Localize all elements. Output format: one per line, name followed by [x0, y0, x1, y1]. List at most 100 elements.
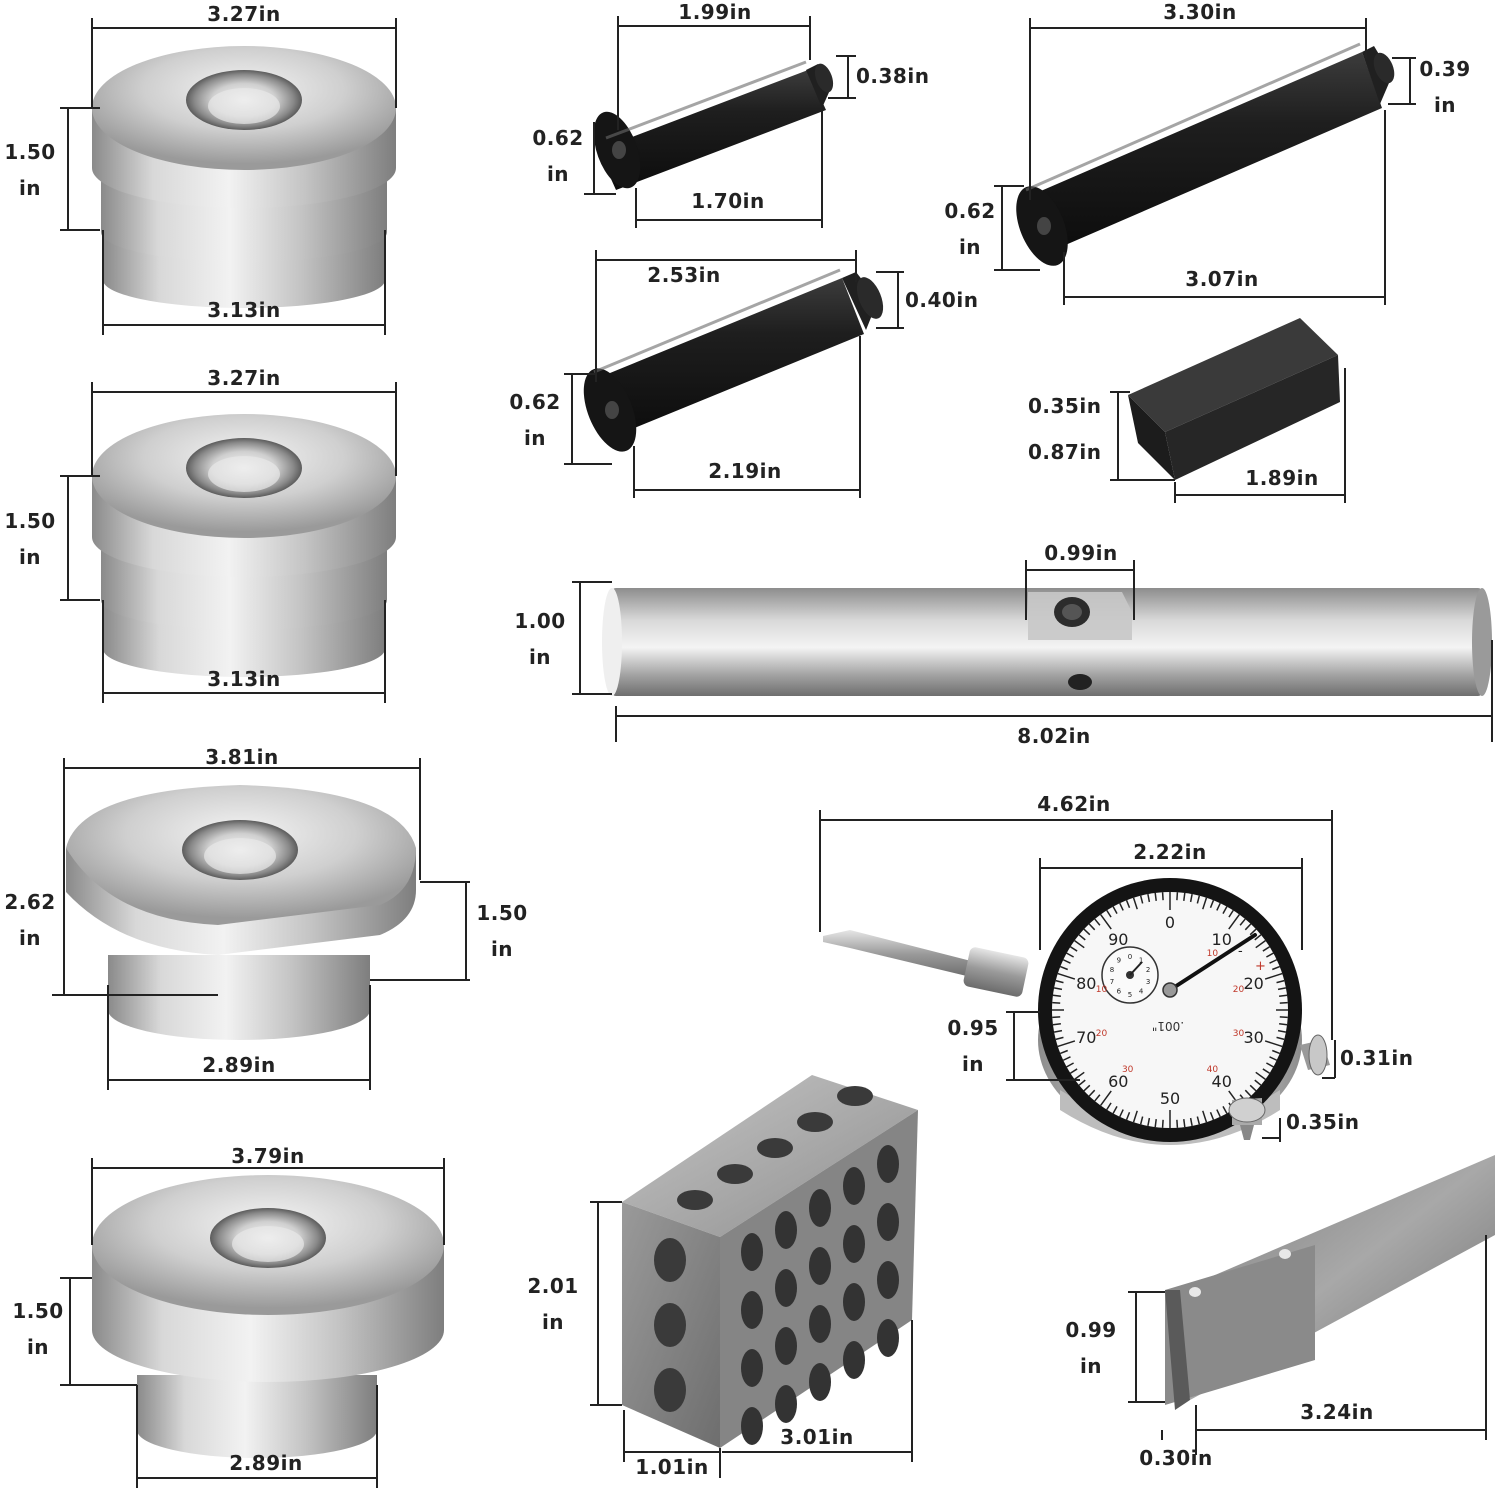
block-width: 1.01in — [635, 1455, 709, 1479]
pin-small-body-length: 1.70in — [691, 189, 765, 213]
pin-medium-diameter-unit: in — [523, 426, 547, 450]
shaft-diameter: 1.00 in — [510, 603, 570, 675]
dial-red-number: 20 — [1233, 985, 1245, 995]
small-dial-number: 6 — [1117, 987, 1122, 995]
bushing2-height: 1.50 in — [0, 503, 60, 575]
bushing2-top-width: 3.27in — [207, 366, 281, 390]
bushing3-step-height: 1.50 in — [472, 895, 532, 967]
magnet-length: 1.89in — [1245, 466, 1319, 490]
dial-number: 90 — [1108, 930, 1128, 949]
pin-small-tip: 0.38in — [856, 64, 930, 88]
dial-knob-size: 0.31in — [1340, 1046, 1414, 1070]
small-dial-number: 3 — [1146, 978, 1150, 986]
bushing3-step-height-unit: in — [490, 937, 514, 961]
bushing3-top-width: 3.81in — [205, 745, 279, 769]
shaft-diameter-value: 1.00 — [514, 609, 566, 633]
bushing3-base-width: 2.89in — [202, 1053, 276, 1077]
dial-red-number: 10 — [1096, 985, 1108, 995]
bushing1-base-width: 3.13in — [207, 298, 281, 322]
magnet-width: 0.87in — [1028, 440, 1102, 464]
feeler-length: 3.24in — [1300, 1400, 1374, 1424]
block-length: 3.01in — [780, 1425, 854, 1449]
bushing3-total-height-value: 2.62 — [4, 890, 56, 914]
small-dial-number: 2 — [1146, 966, 1150, 974]
pin-medium-diameter-value: 0.62 — [509, 390, 561, 414]
dial-overall-length: 4.62in — [1037, 792, 1111, 816]
pin-medium-tip: 0.40in — [905, 288, 979, 312]
small-dial-number: 4 — [1139, 987, 1144, 995]
pin-long-diameter-unit: in — [958, 235, 982, 259]
bushing4-height: 1.50 in — [8, 1293, 68, 1365]
shaft-flat-width: 0.99in — [1044, 541, 1118, 565]
dial-red-number: 30 — [1122, 1065, 1134, 1075]
small-dial-number: 7 — [1110, 978, 1114, 986]
magnet-block — [1128, 318, 1340, 480]
pin-long-tip: 0.39 in — [1414, 51, 1476, 123]
small-dial-number: 5 — [1128, 991, 1132, 999]
bushing4-height-unit: in — [26, 1335, 50, 1359]
bushing3-total-height-unit: in — [18, 926, 42, 950]
bushing2-base-width: 3.13in — [207, 667, 281, 691]
bushing-1 — [92, 46, 396, 308]
dial-tick-ring — [1052, 892, 1288, 1128]
block-height: 2.01 in — [522, 1268, 584, 1340]
dial-red-number: 30 — [1233, 1029, 1245, 1039]
small-dial-number: 0 — [1128, 953, 1132, 961]
bushing1-height-value: 1.50 — [4, 140, 56, 164]
block-123 — [622, 1075, 918, 1448]
pin-medium-body-length: 2.19in — [708, 459, 782, 483]
bushing3-total-height: 2.62 in — [0, 884, 60, 956]
dial-plus-sign: + — [1255, 959, 1266, 974]
bushing1-height-unit: in — [18, 176, 42, 200]
dial-thickness-unit: in — [961, 1052, 985, 1076]
feeler-height: 0.99 in — [1060, 1312, 1122, 1384]
block-height-value: 2.01 — [527, 1274, 579, 1298]
dial-stem-size: 0.35in — [1286, 1110, 1360, 1134]
dial-minus-sign: - — [1238, 944, 1243, 959]
shaft — [602, 588, 1492, 696]
bushing1-top-width: 3.27in — [207, 2, 281, 26]
bushing-2 — [92, 414, 396, 677]
bushing-3 — [66, 785, 416, 1040]
pin-long-tip-value: 0.39 — [1419, 57, 1471, 81]
shaft-length: 8.02in — [1017, 724, 1091, 748]
pin-small-diameter: 0.62 in — [528, 120, 588, 192]
dial-red-number: 10 — [1207, 949, 1219, 959]
dial-number: 20 — [1244, 974, 1264, 993]
dial-number: 50 — [1160, 1089, 1180, 1108]
bushing4-top-width: 3.79in — [231, 1144, 305, 1168]
pin-small-diameter-unit: in — [546, 162, 570, 186]
dial-number: 60 — [1108, 1072, 1128, 1091]
dimension-lines — [52, 16, 1493, 1488]
pin-medium-length: 2.53in — [647, 263, 721, 287]
pin-small-length: 1.99in — [678, 0, 752, 24]
feeler-thickness: 0.30in — [1139, 1446, 1213, 1470]
dial-number: 10 — [1212, 930, 1232, 949]
shaft-diameter-unit: in — [528, 645, 552, 669]
small-dial-number: 9 — [1117, 957, 1121, 965]
pin-long-tip-unit: in — [1433, 93, 1457, 117]
pin-medium-diameter: 0.62 in — [505, 384, 565, 456]
small-dial-number: 1 — [1139, 957, 1143, 965]
dial-number: 80 — [1076, 974, 1096, 993]
feeler-height-value: 0.99 — [1065, 1318, 1117, 1342]
bushing1-height: 1.50 in — [0, 134, 60, 206]
pin-long — [1016, 42, 1395, 266]
dial-diameter: 2.22in — [1133, 840, 1207, 864]
magnet-thickness: 0.35in — [1028, 394, 1102, 418]
dial-number: 0 — [1165, 913, 1175, 932]
small-dial-number: 8 — [1110, 966, 1114, 974]
bushing4-base-width: 2.89in — [229, 1451, 303, 1475]
dial-red-number: 40 — [1207, 1065, 1219, 1075]
dial-number: 70 — [1076, 1028, 1096, 1047]
block-holes — [654, 1086, 899, 1445]
feeler-height-unit: in — [1079, 1354, 1103, 1378]
dial-thickness-value: 0.95 — [947, 1016, 999, 1040]
pin-long-length: 3.30in — [1163, 0, 1237, 24]
pin-long-body-length: 3.07in — [1185, 267, 1259, 291]
pin-small-diameter-value: 0.62 — [532, 126, 584, 150]
dial-red-number: 20 — [1096, 1029, 1108, 1039]
bushing2-height-value: 1.50 — [4, 509, 56, 533]
